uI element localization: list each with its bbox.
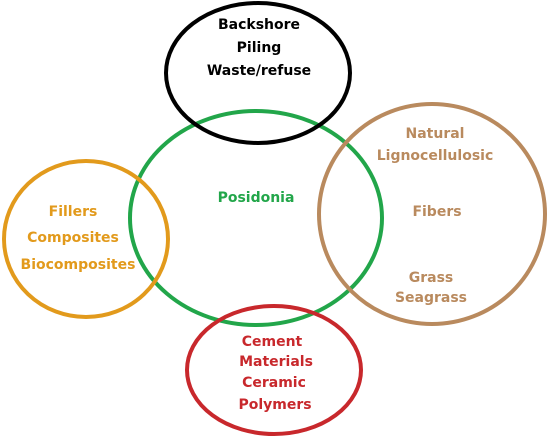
lignocellulosic-label: Lignocellulosic: [377, 148, 494, 164]
fillers-label: Fillers: [49, 204, 98, 220]
natural-label: Natural: [406, 126, 465, 142]
fillers-circle: [2, 159, 170, 319]
posidonia-circle: [128, 109, 384, 327]
polymers-label: Polymers: [238, 397, 311, 413]
materials-label: Materials: [239, 354, 313, 370]
posidonia-label: Posidonia: [218, 190, 295, 206]
cement-circle: [185, 304, 363, 436]
composites-label: Composites: [27, 230, 119, 246]
grass-label: Grass: [409, 270, 454, 286]
backshore-label: Backshore: [218, 17, 300, 33]
seagrass-label: Seagrass: [395, 290, 467, 306]
waste-refuse-label: Waste/refuse: [207, 63, 311, 79]
backshore-circle: [164, 1, 352, 145]
ceramic-label: Ceramic: [242, 375, 306, 391]
natural-fibers-circle: [317, 102, 547, 326]
fibers-label: Fibers: [412, 204, 461, 220]
cement-label: Cement: [242, 334, 303, 350]
piling-label: Piling: [237, 40, 282, 56]
biocomposites-label: Biocomposites: [21, 257, 136, 273]
